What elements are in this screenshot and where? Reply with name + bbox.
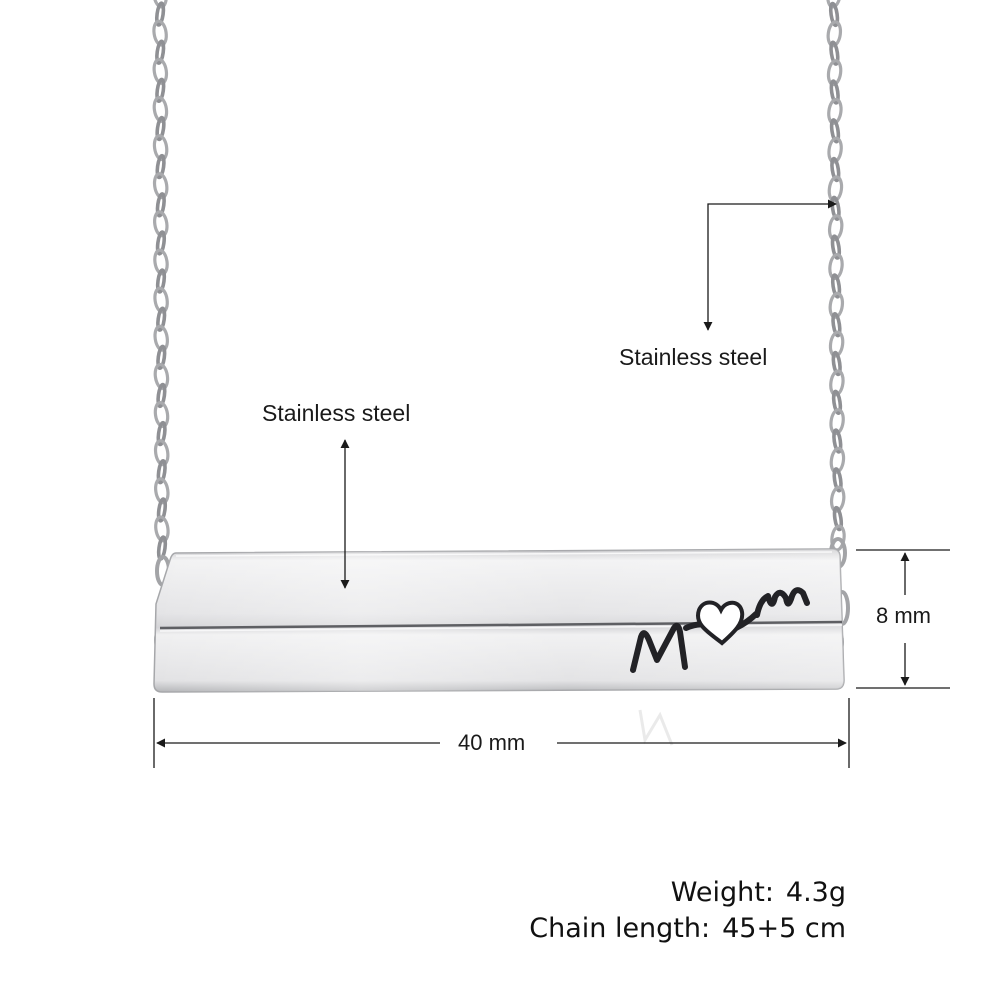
chain-link: [156, 420, 167, 447]
chain-link: [156, 458, 167, 485]
chain-link: [156, 306, 167, 332]
chain-link: [829, 118, 841, 144]
chain-link: [832, 467, 843, 493]
chain-link: [155, 77, 166, 104]
chain-link: [156, 497, 168, 523]
chain-link: [829, 79, 840, 105]
chain-link: [155, 230, 167, 256]
chain-link: [155, 115, 166, 142]
chain-link: [155, 39, 166, 65]
spec-chain-label: Chain length:: [529, 913, 711, 944]
chain-link: [829, 40, 840, 66]
chain-link: [155, 268, 167, 294]
spec-weight: Weight: 4.3g: [671, 877, 846, 908]
dimension-label-width: 40 mm: [452, 730, 532, 756]
chain-right: [826, 0, 846, 552]
dimension-label-height: 8 mm: [876, 603, 931, 628]
chain-link: [155, 192, 166, 218]
dimension-height: [856, 549, 950, 689]
chain-link: [832, 428, 843, 454]
dimension-width: [153, 698, 850, 768]
spec-chain-length: Chain length: 45+5 cm: [529, 913, 846, 944]
chain-link: [156, 344, 167, 371]
chain-left: [152, 0, 170, 561]
bar-pendant: [153, 548, 845, 693]
spec-weight-label: Weight:: [670, 877, 774, 908]
chain-link: [832, 505, 844, 532]
callout-label-chain-material: Stainless steel: [619, 344, 768, 370]
spec-weight-value: 4.3g: [785, 877, 846, 908]
bar-reflection: [638, 709, 674, 746]
chain-link: [154, 1, 166, 27]
chain-link: [155, 153, 166, 180]
callout-arrow-chain: [703, 199, 837, 331]
heart-icon: [695, 600, 745, 646]
chain-link: [156, 382, 167, 409]
spec-chain-value: 45+5 cm: [722, 913, 846, 944]
chain-link: [831, 389, 843, 415]
chain-link: [828, 1, 840, 28]
chain-link: [830, 156, 841, 183]
chain-link: [831, 350, 842, 377]
callout-label-bar-material: Stainless steel: [262, 400, 411, 426]
